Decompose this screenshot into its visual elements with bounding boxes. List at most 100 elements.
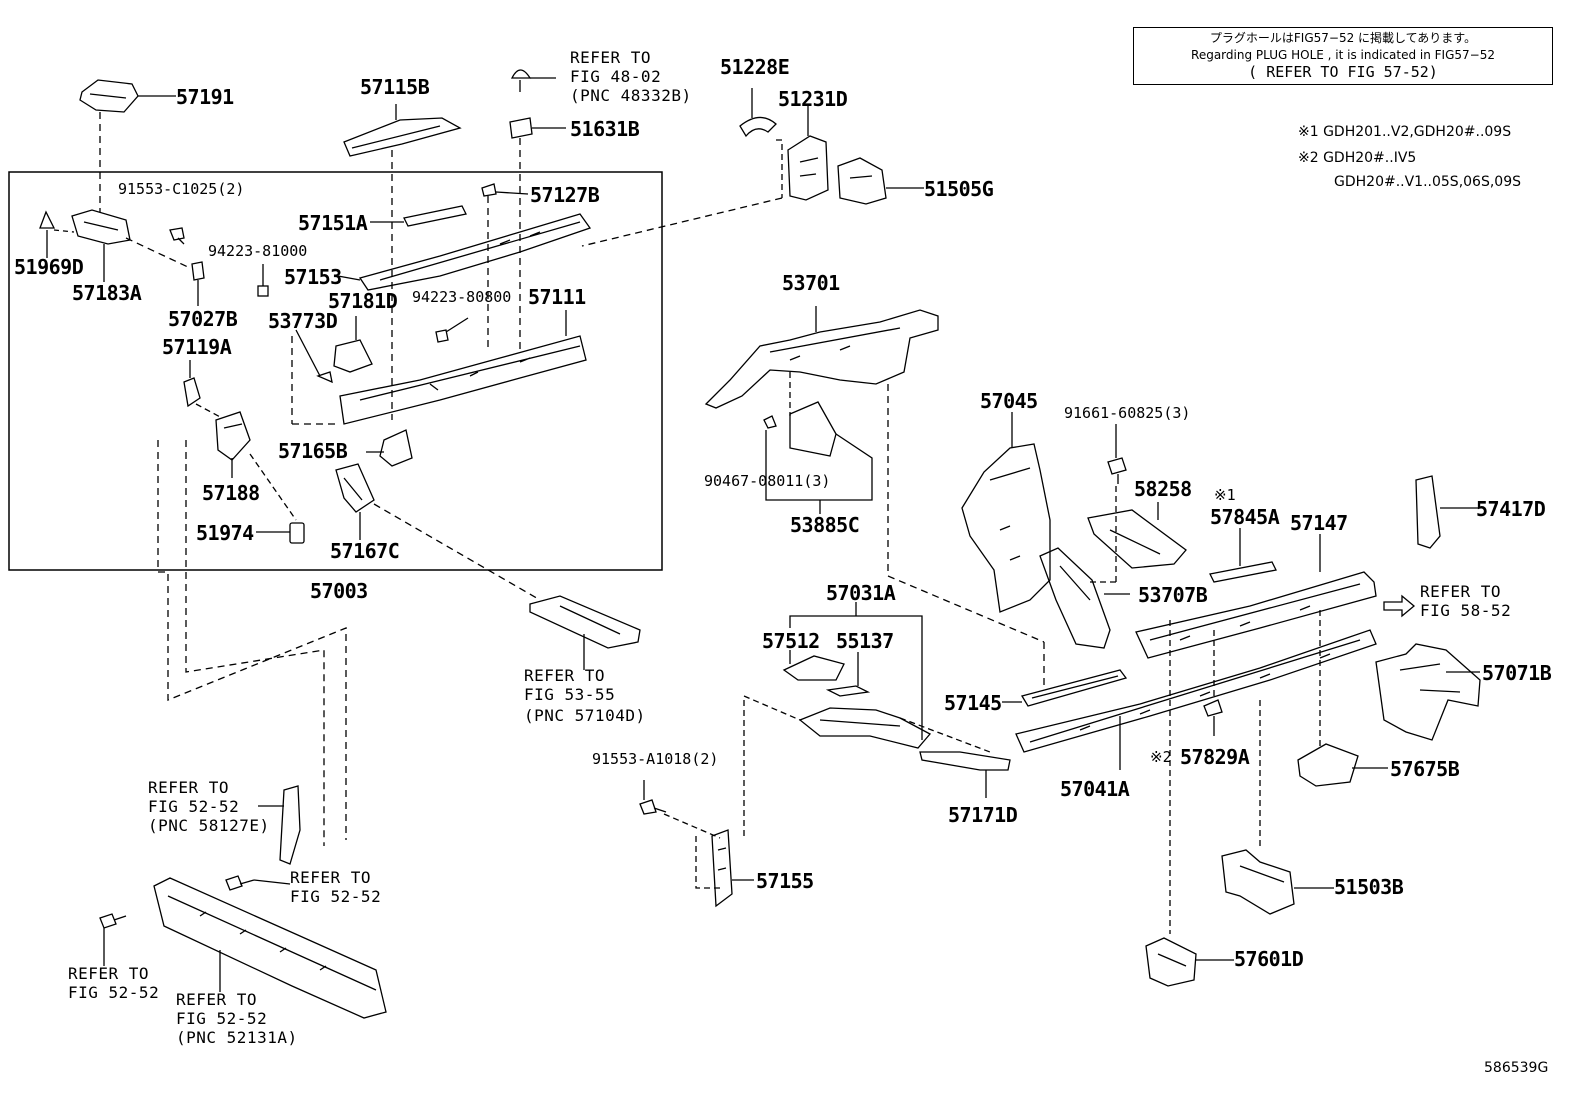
label-57071B[interactable]: 57071B	[1482, 661, 1552, 685]
refer-58-52-line1[interactable]: REFER TO	[1420, 582, 1502, 601]
refer-52-52-c-line1[interactable]: REFER TO	[68, 964, 150, 983]
part-51505G-shape	[837, 157, 887, 205]
part-57115B-shape	[343, 117, 462, 157]
refer-52-52-d-line2[interactable]: FIG 52-52	[176, 1009, 268, 1028]
label-58258[interactable]: 58258	[1134, 477, 1192, 501]
label-57127B[interactable]: 57127B	[530, 183, 600, 207]
label-51631B[interactable]: 51631B	[570, 117, 640, 141]
part-57147-shape	[1135, 571, 1377, 659]
refer-48-02-line3[interactable]: (PNC 48332B)	[570, 86, 692, 105]
label-51231D[interactable]: 51231D	[778, 87, 848, 111]
refer-48-02-line2[interactable]: FIG 48-02	[570, 67, 662, 86]
label-57171D[interactable]: 57171D	[948, 803, 1018, 827]
label-57191[interactable]: 57191	[176, 85, 234, 109]
label-57031A[interactable]: 57031A	[826, 581, 896, 605]
refer-58-52-arrow	[1383, 594, 1416, 618]
label-57165B[interactable]: 57165B	[278, 439, 348, 463]
part-57191-shape	[79, 79, 139, 113]
part-57151A-shape	[403, 205, 467, 227]
refer-53-55-line3[interactable]: (PNC 57104D)	[524, 706, 646, 725]
label-53773D[interactable]: 53773D	[268, 309, 338, 333]
part-91553C-bolt	[169, 227, 185, 245]
part-51503B-shape	[1221, 849, 1295, 915]
label-57181D[interactable]: 57181D	[328, 289, 398, 313]
refer-52-52-b-line1[interactable]: REFER TO	[290, 868, 372, 887]
label-53707B[interactable]: 53707B	[1138, 583, 1208, 607]
label-57188[interactable]: 57188	[202, 481, 260, 505]
label-57003[interactable]: 57003	[310, 579, 368, 603]
refer-58-52-line2[interactable]: FIG 58-52	[1420, 601, 1512, 620]
label-91553-C1025[interactable]: 91553-C1025(2)	[118, 180, 245, 198]
refer-52-52-d-line3[interactable]: (PNC 52131A)	[176, 1028, 298, 1047]
part-57127B-shape	[481, 183, 497, 197]
footnote-mark-1: ※1	[1214, 486, 1236, 504]
part-57031A-shape	[798, 707, 932, 749]
refer-53-55-line1[interactable]: REFER TO	[524, 666, 606, 685]
refer-53-55-line2[interactable]: FIG 53-55	[524, 685, 616, 704]
label-53885C[interactable]: 53885C	[790, 513, 860, 537]
label-57183A[interactable]: 57183A	[72, 281, 142, 305]
label-57845A[interactable]: 57845A	[1210, 505, 1280, 529]
label-57167C[interactable]: 57167C	[330, 539, 400, 563]
label-57145[interactable]: 57145	[944, 691, 1002, 715]
label-55137[interactable]: 55137	[836, 629, 894, 653]
label-57153[interactable]: 57153	[284, 265, 342, 289]
part-57145-shape	[1020, 669, 1128, 707]
label-57041A[interactable]: 57041A	[1060, 777, 1130, 801]
label-57119A[interactable]: 57119A	[162, 335, 232, 359]
footnote-mark-2: ※2	[1150, 748, 1172, 766]
label-57151A[interactable]: 57151A	[298, 211, 368, 235]
part-90467-clip	[763, 415, 777, 429]
part-57512-shape	[782, 655, 845, 681]
part-57111-shape	[339, 335, 587, 425]
refer-52-52-d-line1[interactable]: REFER TO	[176, 990, 258, 1009]
note-line-refer: ( REFER TO FIG 57-52)	[1248, 63, 1438, 81]
part-51969D-shape	[39, 210, 56, 229]
label-57829A[interactable]: 57829A	[1180, 745, 1250, 769]
figure-id: 586539G	[1484, 1060, 1549, 1076]
label-51969D[interactable]: 51969D	[14, 255, 84, 279]
label-57045[interactable]: 57045	[980, 389, 1038, 413]
part-57045-shape	[961, 443, 1051, 613]
part-57845A-shape	[1209, 561, 1277, 583]
bolt-52-52-b	[99, 913, 127, 929]
label-57155[interactable]: 57155	[756, 869, 814, 893]
label-53701[interactable]: 53701	[782, 271, 840, 295]
label-57027B[interactable]: 57027B	[168, 307, 238, 331]
part-91661-bolt	[1107, 457, 1127, 484]
part-57153-shape	[358, 213, 592, 291]
label-57512[interactable]: 57512	[762, 629, 820, 653]
part-57601D-shape	[1145, 937, 1197, 987]
part-91553A-bolt	[639, 799, 667, 815]
part-51631B-shape	[509, 117, 533, 139]
refer-52-52-b-line2[interactable]: FIG 52-52	[290, 887, 382, 906]
label-57115B[interactable]: 57115B	[360, 75, 430, 99]
part-57181D-shape	[333, 339, 373, 373]
label-94223-80800[interactable]: 94223-80800	[412, 288, 512, 306]
part-57104D-shape	[529, 595, 641, 649]
refer-52-52-c-line2[interactable]: FIG 52-52	[68, 983, 160, 1002]
refer-52-52-a-line1[interactable]: REFER TO	[148, 778, 230, 797]
label-57601D[interactable]: 57601D	[1234, 947, 1304, 971]
bolt-52-52-a	[225, 875, 255, 891]
label-51503B[interactable]: 51503B	[1334, 875, 1404, 899]
part-57027B-shape	[191, 261, 205, 281]
part-57188-shape	[215, 411, 251, 461]
label-57417D[interactable]: 57417D	[1476, 497, 1546, 521]
refer-48-02-line1[interactable]: REFER TO	[570, 48, 652, 67]
note-line-jp: プラグホールはFIG57−52 に掲載してあります。	[1209, 31, 1477, 45]
refer-52-52-a-line2[interactable]: FIG 52-52	[148, 797, 240, 816]
label-90467-08011[interactable]: 90467-08011(3)	[704, 472, 831, 490]
label-51228E[interactable]: 51228E	[720, 55, 790, 79]
label-91553-A1018[interactable]: 91553-A1018(2)	[592, 750, 719, 768]
part-57119A-shape	[183, 377, 201, 408]
label-94223-81000[interactable]: 94223-81000	[208, 242, 308, 260]
label-51974[interactable]: 51974	[196, 521, 254, 545]
label-91661-60825[interactable]: 91661-60825(3)	[1064, 404, 1191, 422]
label-51505G[interactable]: 51505G	[924, 177, 994, 201]
refer-52-52-a-line3[interactable]: (PNC 58127E)	[148, 816, 270, 835]
label-57147[interactable]: 57147	[1290, 511, 1348, 535]
label-57111[interactable]: 57111	[528, 285, 586, 309]
part-53885C-shape	[789, 401, 837, 457]
label-57675B[interactable]: 57675B	[1390, 757, 1460, 781]
